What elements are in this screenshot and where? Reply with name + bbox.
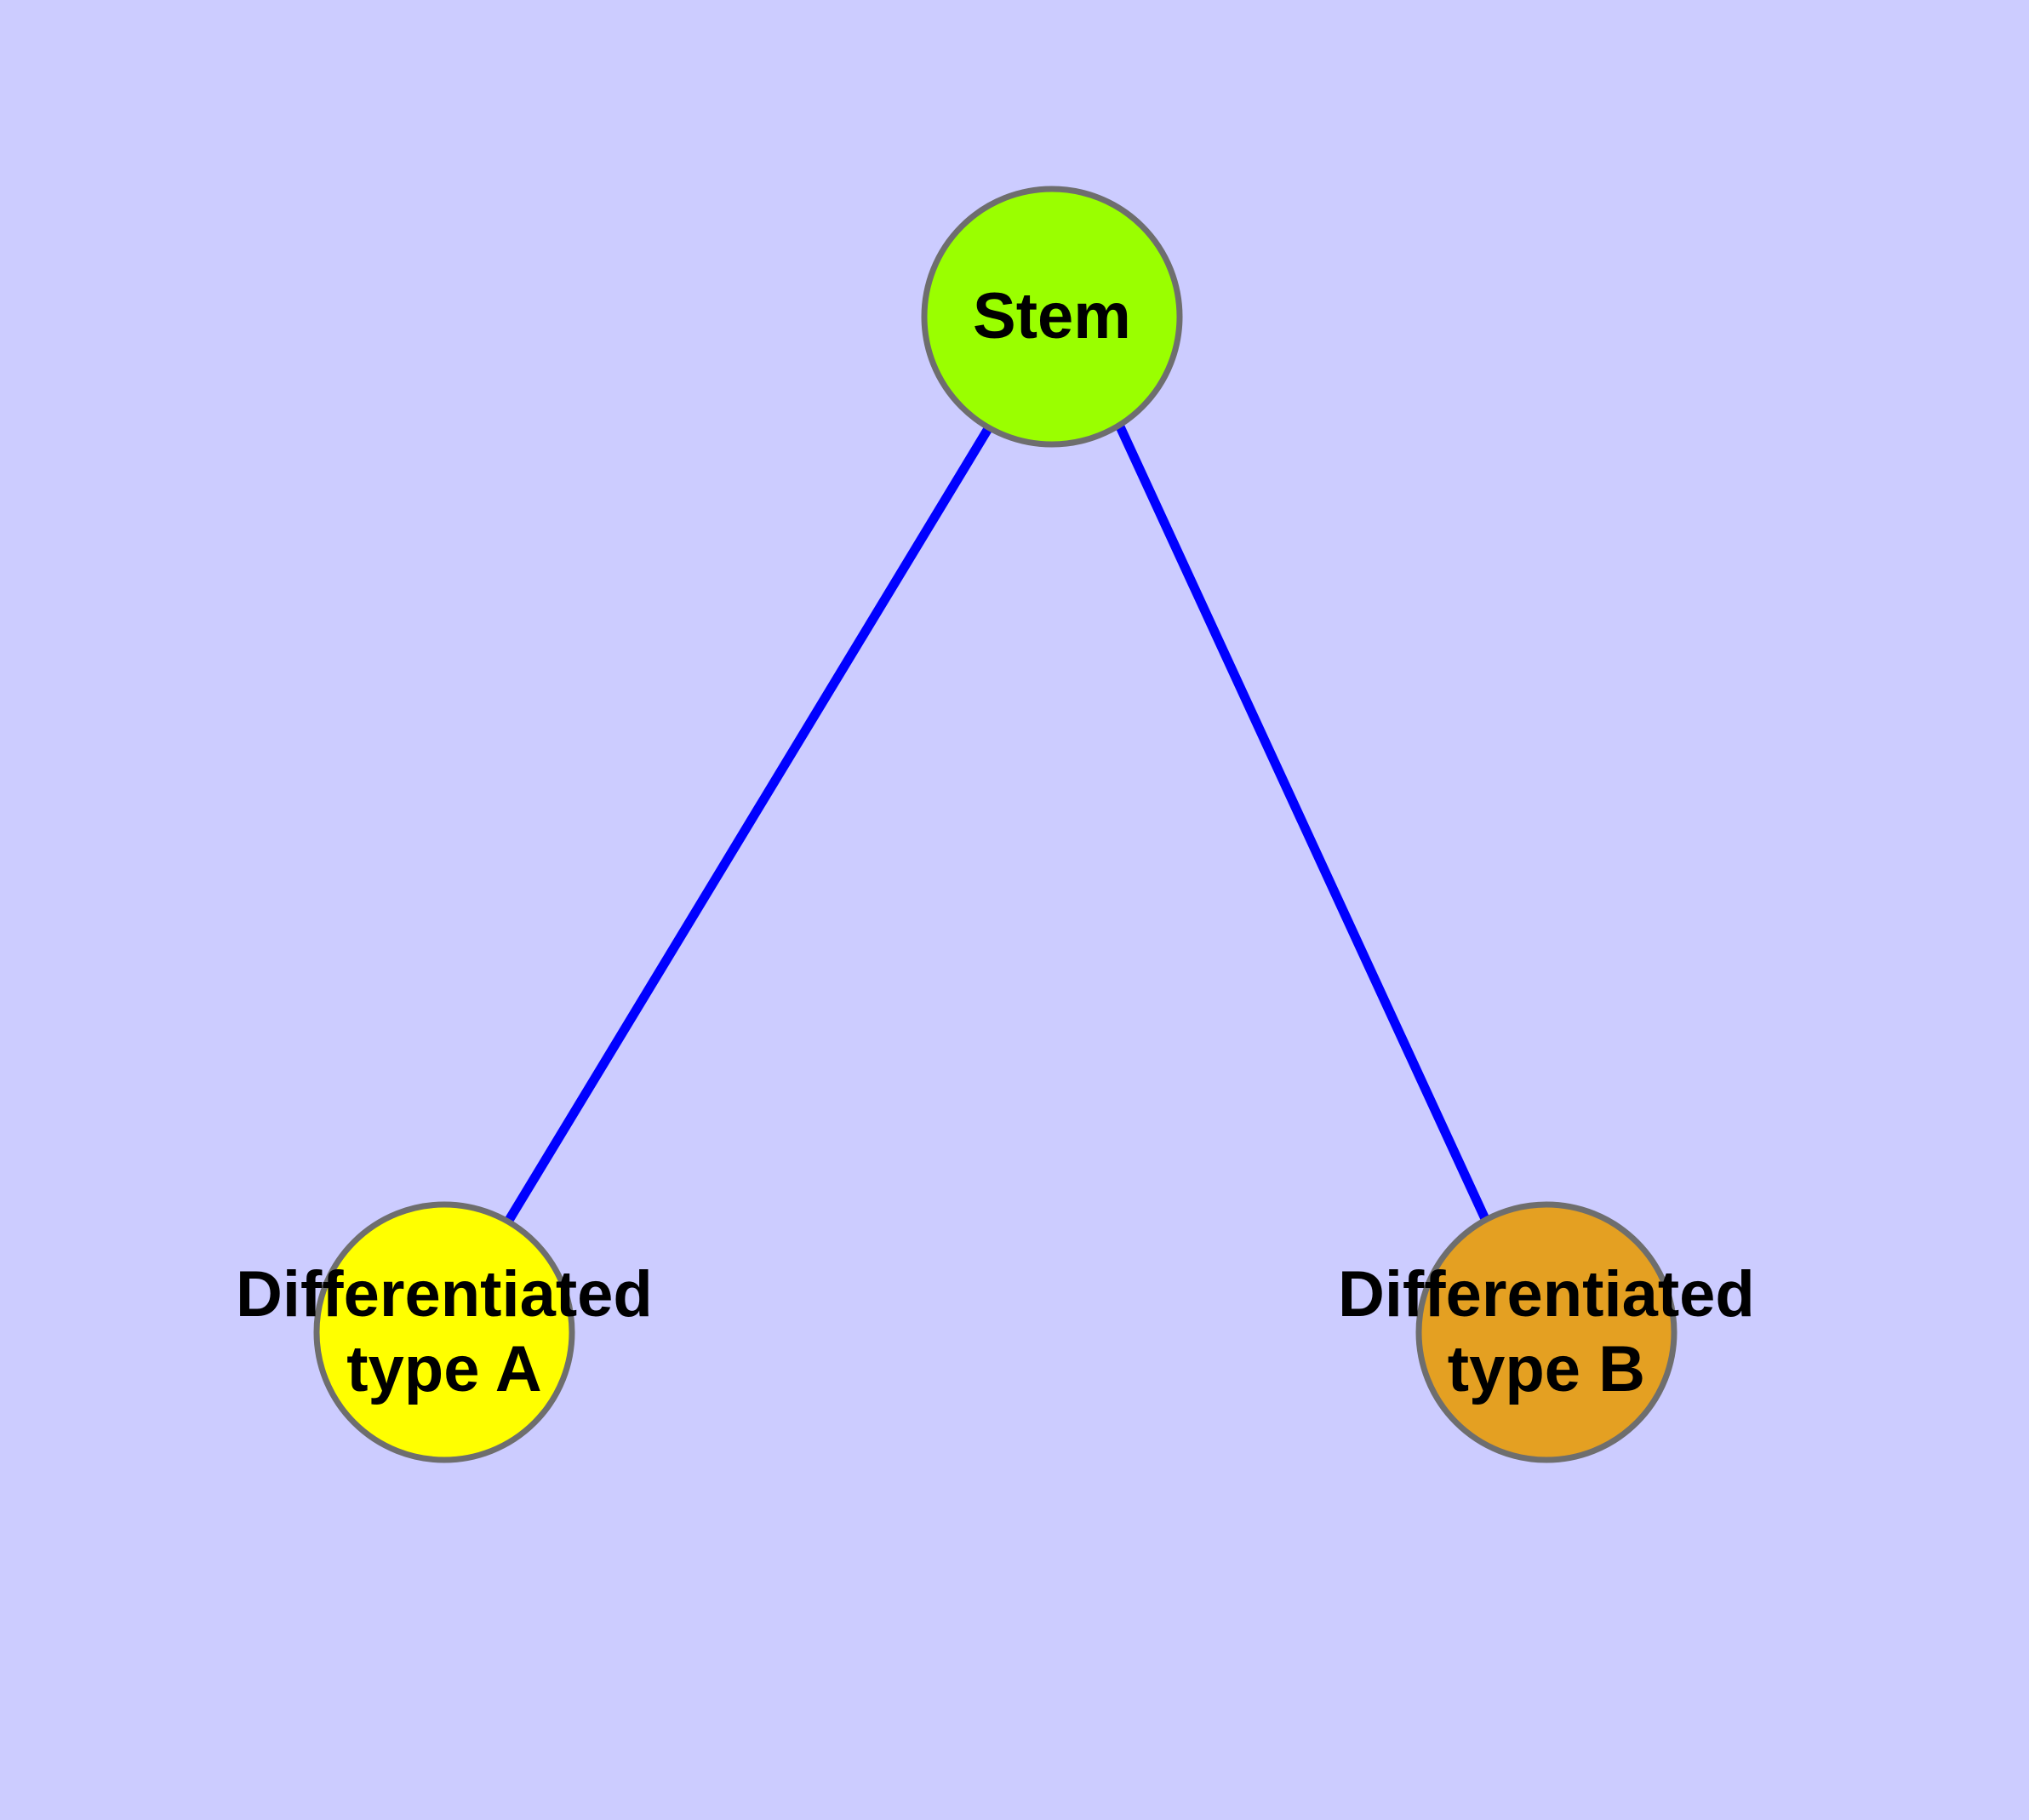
node-diff_a[interactable] (313, 1201, 575, 1463)
edge-layer (504, 422, 1490, 1224)
node-diff_b[interactable] (1415, 1201, 1677, 1463)
node-stem[interactable] (921, 186, 1183, 448)
edge-stem-diff-a[interactable] (504, 425, 993, 1224)
edge-stem-diff-b[interactable] (1115, 422, 1490, 1223)
node-layer (313, 186, 1677, 1463)
